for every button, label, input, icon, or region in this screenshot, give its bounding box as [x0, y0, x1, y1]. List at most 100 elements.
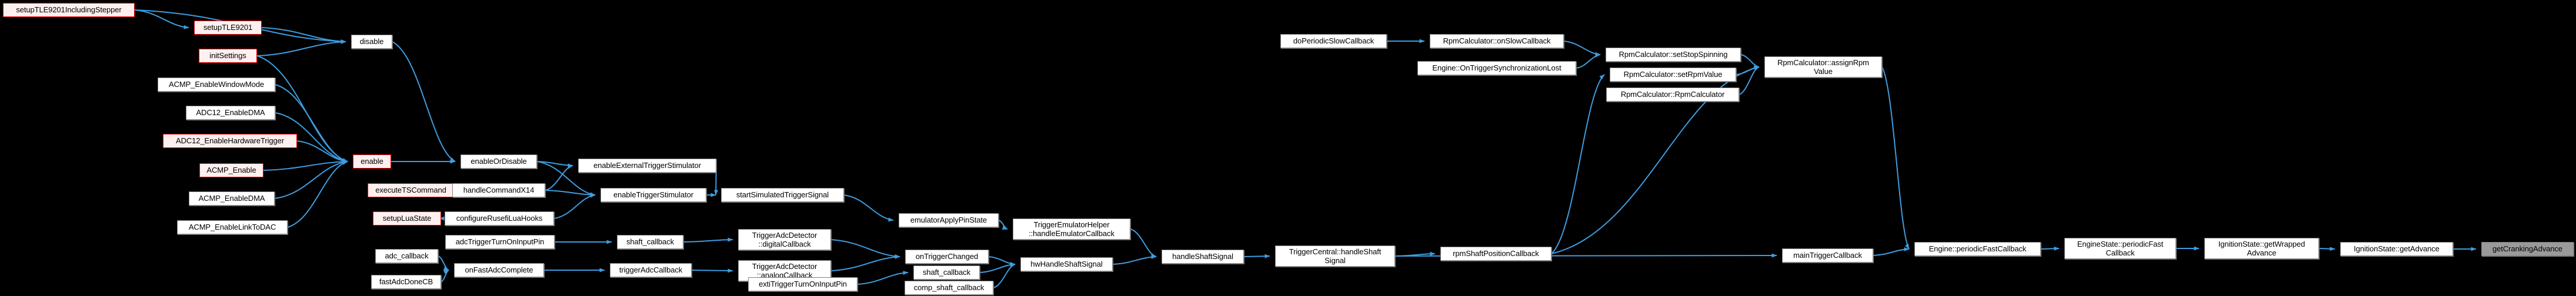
graph-node-label: Engine::periodicFastCallback: [1928, 244, 2027, 253]
graph-node-label: Engine::OnTriggerSynchronizationLost: [1432, 63, 1561, 72]
graph-node-label: enableTriggerStimulator: [613, 190, 693, 199]
graph-node-Engine_periodicFastCallback[interactable]: Engine::periodicFastCallback: [1914, 242, 2041, 256]
graph-node-executeTSCommand[interactable]: executeTSCommand: [368, 183, 454, 197]
graph-node-startSimulatedTriggerSignal[interactable]: startSimulatedTriggerSignal: [721, 188, 844, 202]
graph-node-comp_shaft_callback[interactable]: comp_shaft_callback: [905, 281, 993, 295]
graph-edge-Engine_periodicFastCallback-to-EngineState_periodicFastCallback: [2040, 246, 2060, 251]
graph-node-setupTLE9201IncludingStepper[interactable]: setupTLE9201IncludingStepper: [3, 3, 135, 17]
graph-node-TriggerCentral_handleShaftSignal[interactable]: TriggerCentral::handleShaft Signal: [1275, 245, 1395, 267]
graph-node-label: ADC12_EnableDMA: [196, 108, 265, 117]
graph-node-IgnitionState_getWrappedAdvance[interactable]: IgnitionState::getWrapped Advance: [2204, 238, 2319, 259]
graph-node-RpmCalculator_RpmCalculator[interactable]: RpmCalculator::RpmCalculator: [1606, 88, 1739, 102]
graph-node-triggerAdcCallback[interactable]: triggerAdcCallback: [610, 263, 692, 277]
graph-node-onTriggerChanged[interactable]: onTriggerChanged: [905, 250, 989, 264]
graph-node-initSettings[interactable]: initSettings: [199, 49, 257, 63]
graph-node-label: setupLuaState: [382, 214, 432, 223]
graph-node-rpmShaftPositionCallback[interactable]: rpmShaftPositionCallback: [1440, 247, 1551, 261]
graph-node-configureRusefiLuaHooks[interactable]: configureRusefiLuaHooks: [445, 211, 554, 226]
graph-node-label: TriggerAdcDetector ::digitalCallback: [752, 231, 817, 248]
graph-node-enableOrDisable[interactable]: enableOrDisable: [461, 154, 537, 169]
graph-node-onFastAdcComplete[interactable]: onFastAdcComplete: [454, 263, 544, 277]
graph-node-label: ACMP_Enable: [206, 166, 256, 174]
graph-node-EngineState_periodicFastCallback[interactable]: EngineState::periodicFast Callback: [2064, 238, 2176, 259]
graph-node-ACMP_EnableLinkToDAC[interactable]: ACMP_EnableLinkToDAC: [177, 220, 288, 234]
graph-node-enableTriggerStimulator[interactable]: enableTriggerStimulator: [600, 188, 706, 202]
graph-edge-fastAdcDoneCB-to-onFastAdcComplete: [441, 270, 449, 282]
graph-node-handleShaftSignal[interactable]: handleShaftSignal: [1162, 250, 1244, 264]
graph-edge-hwHandleShaftSignal-to-handleShaftSignal: [1112, 254, 1157, 265]
graph-node-IgnitionState_getAdvance[interactable]: IgnitionState::getAdvance: [2340, 242, 2453, 256]
graph-node-RpmCalculator_setStopSpinning[interactable]: RpmCalculator::setStopSpinning: [1606, 48, 1741, 62]
graph-node-handleCommandX14[interactable]: handleCommandX14: [452, 183, 545, 197]
graph-node-ACMP_EnableWindowMode[interactable]: ACMP_EnableWindowMode: [158, 78, 275, 92]
graph-node-label: TriggerEmulatorHelper ::handleEmulatorCa…: [1029, 220, 1115, 238]
graph-node-mainTriggerCallback[interactable]: mainTriggerCallback: [1782, 248, 1873, 263]
graph-node-label: EngineState::periodicFast Callback: [2077, 240, 2164, 257]
graph-node-label: setupTLE9201: [203, 23, 253, 32]
graph-node-ADC12_EnableHardwareTrigger[interactable]: ADC12_EnableHardwareTrigger: [163, 134, 297, 148]
graph-edge-ACMP_EnableDMA-to-enable: [274, 160, 348, 199]
graph-edge-RpmCalculator_assignRpmValue-to-Engine_periodicFastCallback: [1881, 66, 1910, 250]
graph-edge-mainTriggerCallback-to-Engine_periodicFastCallback: [1873, 247, 1910, 256]
graph-edge-startSimulatedTriggerSignal-to-emulatorApplyPinState: [843, 194, 894, 222]
graph-node-fastAdcDoneCB[interactable]: fastAdcDoneCB: [371, 275, 441, 289]
graph-node-shaft_callback_top[interactable]: shaft_callback: [617, 235, 683, 249]
graph-node-label: handleCommandX14: [463, 186, 535, 194]
graph-edge-comp_shaft_callback-to-hwHandleShaftSignal: [993, 263, 1016, 288]
graph-node-ADC12_EnableDMA[interactable]: ADC12_EnableDMA: [186, 106, 275, 120]
graph-edge-handleCommandX14-to-enableExternalTriggerStimulator: [545, 164, 573, 191]
graph-node-ACMP_Enable[interactable]: ACMP_Enable: [199, 163, 263, 177]
graph-node-shaft_callback_mid[interactable]: shaft_callback: [913, 265, 980, 280]
graph-node-label: RpmCalculator::setStopSpinning: [1619, 50, 1728, 59]
graph-node-enable[interactable]: enable: [353, 154, 391, 169]
graph-node-RpmCalculator_onSlowCallback[interactable]: RpmCalculator::onSlowCallback: [1430, 34, 1564, 48]
graph-node-RpmCalculator_assignRpmValue[interactable]: RpmCalculator::assignRpm Value: [1764, 56, 1882, 78]
graph-edge-shaft_callback_top-to-TriggerAdcDetector_digitalCallback: [683, 237, 733, 243]
graph-node-label: setupTLE9201IncludingStepper: [16, 5, 122, 14]
graph-edge-adc_callback-to-onFastAdcComplete: [438, 255, 449, 271]
graph-node-TriggerAdcDetector_digitalCallback[interactable]: TriggerAdcDetector ::digitalCallback: [738, 229, 831, 250]
graph-node-setupLuaState[interactable]: setupLuaState: [373, 211, 441, 226]
graph-node-setupTLE9201[interactable]: setupTLE9201: [194, 21, 262, 35]
graph-node-enableExternalTriggerStimulator[interactable]: enableExternalTriggerStimulator: [578, 159, 716, 173]
graph-node-disable[interactable]: disable: [351, 35, 392, 49]
graph-node-label: emulatorApplyPinState: [910, 216, 987, 224]
graph-node-label: ADC12_EnableHardwareTrigger: [176, 136, 284, 145]
graph-node-label: extiTriggerTurnOnInputPin: [759, 280, 847, 288]
graph-node-label: disable: [359, 37, 384, 46]
graph-node-label: RpmCalculator::onSlowCallback: [1443, 36, 1551, 45]
graph-node-label: RpmCalculator::assignRpm Value: [1777, 58, 1869, 76]
graph-node-adcTriggerTurnOnInputPin[interactable]: adcTriggerTurnOnInputPin: [445, 235, 555, 249]
graph-node-RpmCalculator_setRpmValue[interactable]: RpmCalculator::setRpmValue: [1610, 68, 1736, 82]
graph-edge-TriggerCentral_handleShaftSignal-to-rpmShaftPositionCallback: [1394, 251, 1436, 257]
graph-node-adc_callback[interactable]: adc_callback: [375, 249, 438, 263]
graph-node-label: initSettings: [209, 51, 246, 60]
graph-node-label: ACMP_EnableDMA: [198, 194, 265, 203]
graph-node-ACMP_EnableDMA[interactable]: ACMP_EnableDMA: [189, 191, 275, 206]
graph-node-hwHandleShaftSignal[interactable]: hwHandleShaftSignal: [1020, 257, 1113, 271]
graph-node-TriggerEmulatorHelper_handleEmulatorCallback[interactable]: TriggerEmulatorHelper ::handleEmulatorCa…: [1013, 218, 1130, 240]
graph-edge-setupTLE9201-to-disable: [261, 27, 346, 44]
graph-node-label: onFastAdcComplete: [465, 265, 533, 274]
graph-edge-ACMP_Enable-to-enable: [263, 159, 348, 171]
graph-edge-triggerAdcCallback-to-TriggerAdcDetector_analogCallback: [691, 268, 733, 273]
graph-node-doPeriodicSlowCallback[interactable]: doPeriodicSlowCallback: [1280, 34, 1387, 48]
graph-node-label: adc_callback: [385, 251, 429, 260]
graph-node-label: mainTriggerCallback: [1793, 251, 1862, 260]
graph-edge-configureRusefiLuaHooks-to-enableTriggerStimulator: [553, 193, 596, 219]
graph-node-emulatorApplyPinState[interactable]: emulatorApplyPinState: [899, 213, 999, 227]
graph-node-Engine_OnTriggerSynchronizationLost[interactable]: Engine::OnTriggerSynchronizationLost: [1417, 61, 1576, 75]
graph-node-label: rpmShaftPositionCallback: [1453, 249, 1539, 258]
graph-node-getCrankingAdvance[interactable]: getCrankingAdvance: [2481, 242, 2574, 256]
graph-node-label: ACMP_EnableWindowMode: [169, 80, 264, 89]
graph-edge-ACMP_EnableWindowMode-to-enable: [275, 84, 348, 163]
graph-node-label: fastAdcDoneCB: [379, 277, 433, 286]
graph-node-label: IgnitionState::getAdvance: [2354, 244, 2440, 253]
graph-edge-RpmCalculator_RpmCalculator-to-RpmCalculator_assignRpmValue: [1739, 66, 1760, 95]
graph-node-label: doPeriodicSlowCallback: [1293, 36, 1374, 45]
graph-edge-ACMP_EnableLinkToDAC-to-enable: [287, 161, 348, 228]
graph-node-extiTriggerTurnOnInputPin[interactable]: extiTriggerTurnOnInputPin: [748, 277, 857, 291]
graph-node-label: ACMP_EnableLinkToDAC: [188, 223, 276, 231]
graph-node-label: onTriggerChanged: [915, 252, 979, 261]
